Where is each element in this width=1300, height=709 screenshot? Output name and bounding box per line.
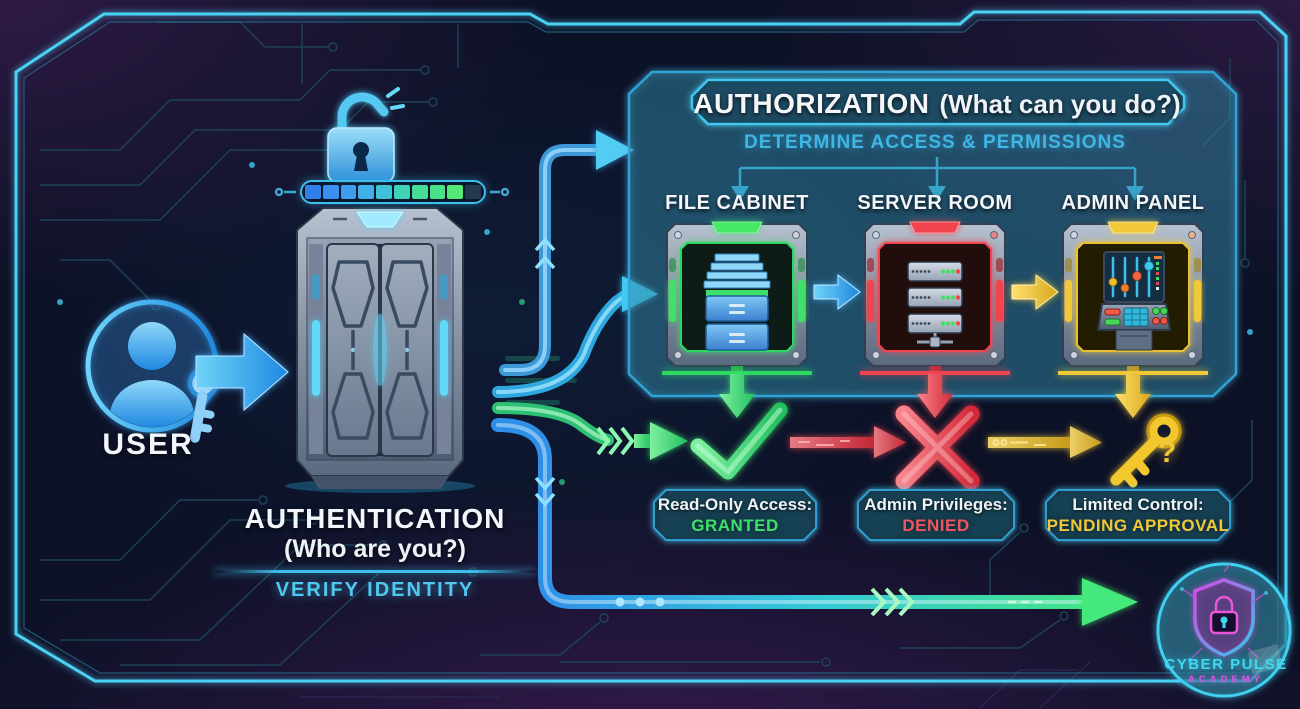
shield-icon xyxy=(1193,578,1255,657)
authentication-question: (Who are you?) xyxy=(284,535,466,563)
checkmark-icon xyxy=(690,402,788,480)
file-cabinet-down-arrow xyxy=(719,374,755,418)
control-console-icon xyxy=(1096,251,1172,351)
file-cabinet-panel xyxy=(666,221,808,372)
file-cabinet-label: FILE CABINET xyxy=(665,192,809,214)
authorization-title-question: (What can you do?) xyxy=(939,88,1181,119)
vault-door xyxy=(285,207,475,493)
admin-panel-panel xyxy=(1062,221,1204,372)
user-label: USER xyxy=(102,428,194,461)
denied-status: DENIED xyxy=(902,515,970,535)
progress-segment xyxy=(305,185,321,199)
authorization-title-box xyxy=(690,78,1186,126)
logo-line2: ACADEMY xyxy=(1187,674,1265,685)
key-question-icon xyxy=(1110,413,1182,488)
progress-segment xyxy=(376,185,392,199)
pending-label: Limited Control: xyxy=(1072,494,1204,514)
admin-panel-down-arrow xyxy=(1115,374,1151,418)
divider-line xyxy=(215,570,535,573)
authorization-title: AUTHORIZATION (What can you do?) xyxy=(690,84,1184,124)
authorization-title-main: AUTHORIZATION xyxy=(693,88,930,119)
server-rack-icon xyxy=(907,261,963,348)
progress-segment xyxy=(465,185,481,199)
server-room-panel xyxy=(864,221,1006,372)
progress-segment xyxy=(429,185,446,199)
question-mark-icon: ? xyxy=(1158,436,1177,469)
server-room-label: SERVER ROOM xyxy=(857,192,1013,214)
progress-segment xyxy=(447,185,464,199)
vault-to-authorization-top-arrow xyxy=(499,130,634,376)
x-mark-icon xyxy=(895,405,980,490)
server-to-admin-arrow xyxy=(1011,273,1059,311)
file-cabinet-base-bar xyxy=(662,371,812,375)
authorization-subtitle: DETERMINE ACCESS & PERMISSIONS xyxy=(744,132,1126,153)
vault-to-granted-arrow xyxy=(492,402,614,446)
granted-status: GRANTED xyxy=(691,515,779,535)
progress-segment xyxy=(358,185,375,199)
progress-segment xyxy=(340,185,357,199)
padlock-icon xyxy=(327,87,405,183)
authentication-title: AUTHENTICATION xyxy=(244,503,506,534)
granted-entry-arrow xyxy=(596,422,688,460)
auth-progress-bar xyxy=(300,180,486,204)
server-room-down-arrow xyxy=(917,374,953,418)
verify-identity-label: VERIFY IDENTITY xyxy=(275,579,475,601)
progress-segment xyxy=(322,185,339,199)
granted-label: Read-Only Access: xyxy=(657,494,813,514)
pending-connector-arrow xyxy=(988,426,1102,458)
denied-connector-arrow xyxy=(790,426,906,458)
file-cabinet-icon xyxy=(703,253,771,351)
logo-line1: CYBER PULSE xyxy=(1164,656,1288,673)
pending-outcome-box: Limited Control: PENDING APPROVAL xyxy=(1044,488,1232,542)
file-to-server-arrow xyxy=(813,273,861,311)
denied-label: Admin Privileges: xyxy=(864,494,1008,514)
granted-outcome-box: Read-Only Access: GRANTED xyxy=(652,488,818,542)
admin-panel-base-bar xyxy=(1058,371,1208,375)
admin-panel-label: ADMIN PANEL xyxy=(1061,192,1205,214)
server-room-base-bar xyxy=(860,371,1010,375)
progress-segment xyxy=(393,185,410,199)
authentication-bypass-flow-arrow xyxy=(491,418,1138,626)
denied-outcome-box: Admin Privileges: DENIED xyxy=(856,488,1016,542)
cyber-pulse-academy-logo xyxy=(1152,556,1300,708)
progress-segment xyxy=(411,185,428,199)
user-to-vault-arrow xyxy=(195,332,289,412)
pending-status: PENDING APPROVAL xyxy=(1046,515,1230,535)
